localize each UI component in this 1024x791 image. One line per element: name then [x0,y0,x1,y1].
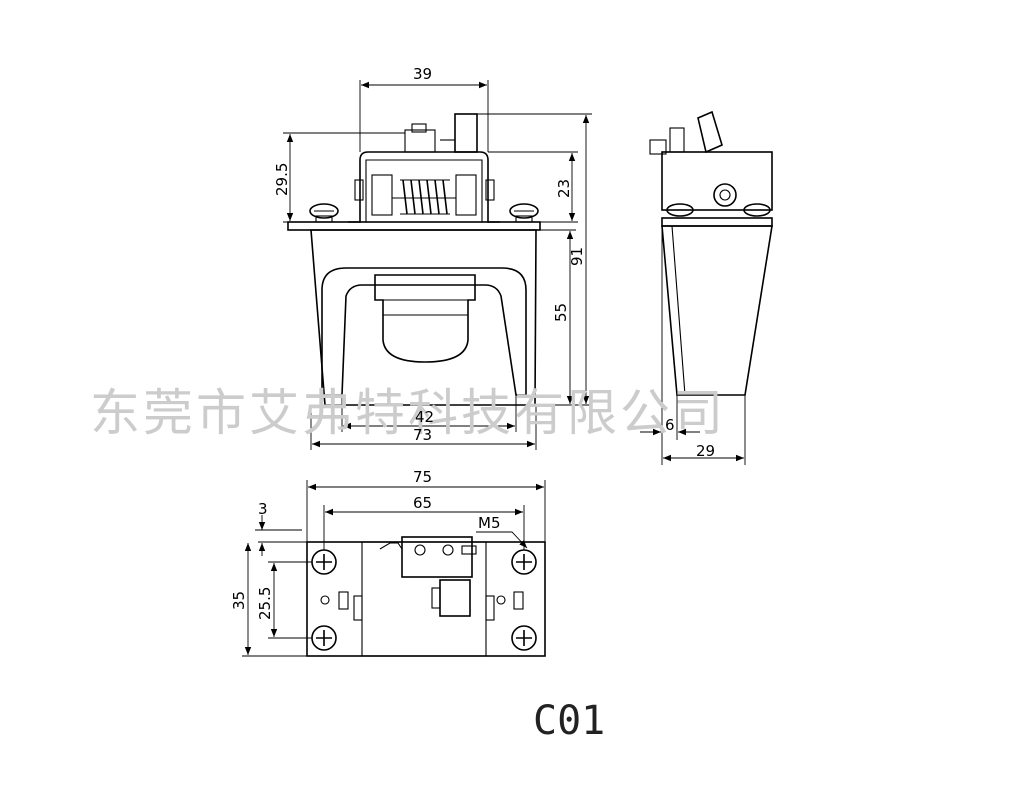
dim-front-right-upper: 23 [555,179,573,198]
dim-bottom-hole-height: 25.5 [256,587,274,620]
dim-front-left-height: 29.5 [273,163,291,196]
dimension-lines [242,80,746,657]
front-screw-left [309,203,339,223]
bottom-plate [306,541,546,657]
model-name: C01 [533,698,605,744]
dim-bottom-hole-spacing: 65 [413,494,432,512]
side-base-plate [661,217,773,227]
front-base-plate [287,221,541,231]
dim-front-body-height: 55 [552,303,570,322]
bottom-screw-bl [311,625,337,651]
dim-front-total-height: 91 [568,247,586,266]
side-body [661,225,773,396]
bottom-screw-br [511,625,537,651]
front-inner-latch [374,274,476,363]
dimension-labels: 39 29.5 23 91 55 42 73 6 29 75 65 M5 3 3… [230,65,715,620]
bottom-view [306,536,546,657]
dim-front-inner-width: 42 [415,408,434,426]
dim-side-width: 29 [696,442,715,460]
bottom-screw-tr [511,549,537,575]
side-top-body [661,151,773,211]
dim-front-top-width: 39 [413,65,432,83]
dim-side-offset: 6 [665,416,675,434]
spring [354,174,495,216]
dim-bottom-offset: 3 [258,500,268,518]
dim-front-total-width: 73 [413,426,432,444]
top-bracket [348,113,500,223]
micro-switch [379,536,477,617]
watermark-text: 东莞市艾弗特科技有限公司 [90,384,726,442]
front-view [287,113,541,406]
front-handle [321,267,527,396]
dim-bottom-thread: M5 [478,514,501,532]
front-screw-right [509,203,539,223]
dim-bottom-total-width: 75 [413,468,432,486]
dim-bottom-height: 35 [230,591,248,610]
bottom-screw-tl [311,549,337,575]
side-lever [697,110,723,154]
side-view [649,110,773,396]
